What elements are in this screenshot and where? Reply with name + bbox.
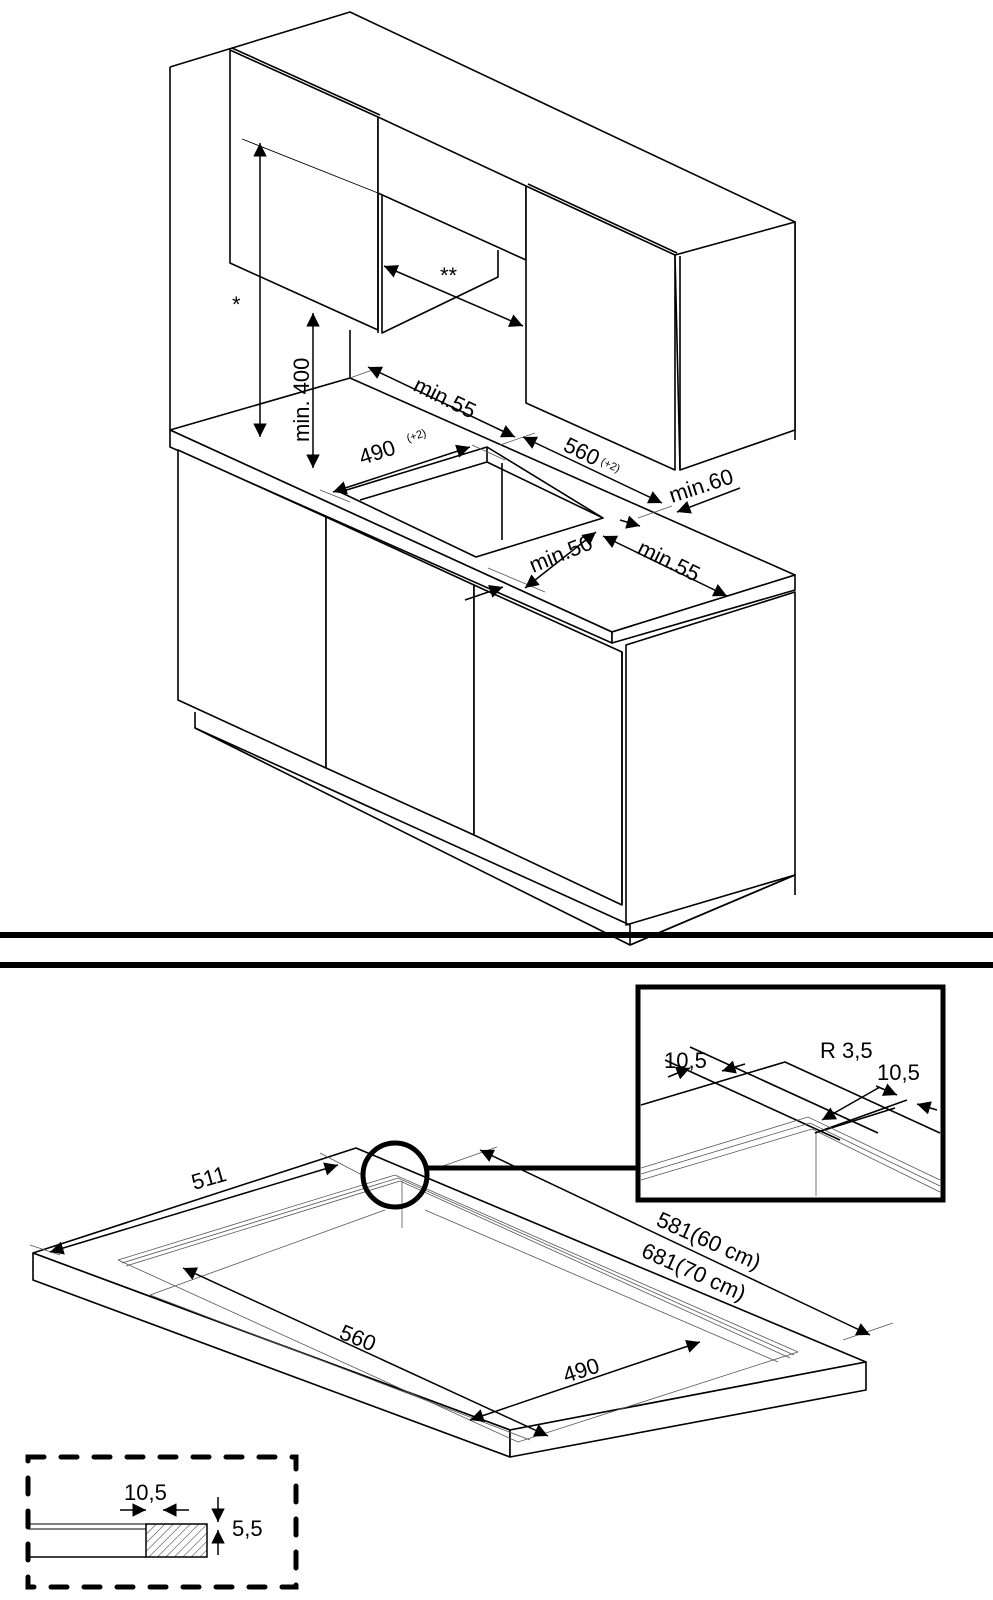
kitchen-isometric: * ** min. 400 min.55 490 (+2) 560 (+2) — [169, 11, 796, 946]
label-corner-10-5-left: 10,5 — [664, 1048, 707, 1073]
hatched-section — [145, 1523, 208, 1558]
dim-581-681 — [479, 1149, 871, 1336]
label-corner-10-5-right: 10,5 — [877, 1060, 920, 1085]
label-corner-radius: R 3,5 — [820, 1038, 873, 1063]
label-min-60: min.60 — [666, 464, 737, 508]
section-detail-box: 10,5 5,5 — [25, 1454, 299, 1590]
label-section-5-5: 5,5 — [232, 1516, 263, 1541]
dim-490-top — [332, 444, 471, 495]
label-section-10-5: 10,5 — [124, 1480, 167, 1505]
upper-cabinet-right — [525, 183, 796, 471]
dim-min-55-side — [602, 535, 728, 597]
upper-cabinet-middle — [377, 116, 527, 334]
dim-511 — [49, 1162, 339, 1255]
upper-cabinet-left — [229, 47, 381, 331]
dim-hood — [383, 265, 524, 327]
dim-560-top — [522, 436, 663, 504]
corner-detail-box: 10,5 R 3,5 10,5 — [635, 984, 946, 1203]
label-490-tol: (+2) — [405, 427, 428, 445]
detail-magnifier-circle — [360, 1140, 430, 1210]
label-min-400: min. 400 — [289, 358, 314, 442]
label-double-star: ** — [440, 263, 458, 288]
label-560-tol: (+2) — [599, 456, 622, 475]
dim-min-60 — [676, 487, 741, 514]
dim-min-55-back — [367, 366, 516, 438]
label-560-top: 560 — [560, 432, 604, 471]
dim-490-bottom — [469, 1339, 701, 1423]
dim-min-50 — [524, 531, 597, 589]
label-star: * — [232, 292, 241, 317]
base-cabinets — [177, 449, 796, 946]
label-511: 511 — [188, 1161, 229, 1195]
